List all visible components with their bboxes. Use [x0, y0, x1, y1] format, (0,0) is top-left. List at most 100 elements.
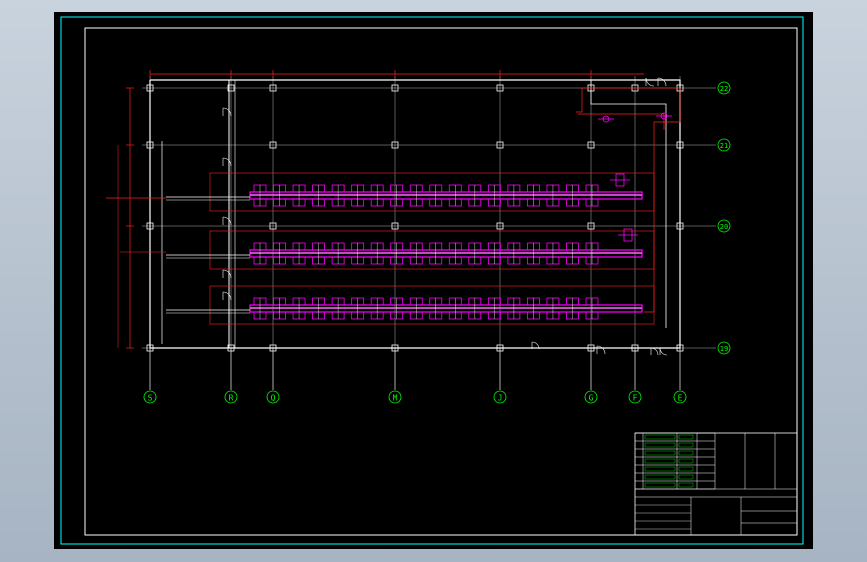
- equipment-unit: [507, 242, 521, 265]
- title-cell-mark: [644, 434, 676, 440]
- axis-bubble-icon: G: [584, 348, 598, 404]
- equipment-unit: [331, 297, 345, 320]
- axis-bubble: [673, 390, 687, 404]
- column-marker: [496, 141, 504, 149]
- axis-bubble: [584, 390, 598, 404]
- equipment-unit: [546, 297, 560, 320]
- equipment-row: [166, 172, 655, 212]
- axis-bubble: [224, 390, 238, 404]
- door-arc: [659, 347, 668, 356]
- axis-bubble: [388, 390, 402, 404]
- equipment-unit: [409, 242, 423, 265]
- equipment-unit: [429, 184, 443, 207]
- equipment-unit: [448, 242, 462, 265]
- axis-bubble: [143, 390, 157, 404]
- equipment-unit: [448, 184, 462, 207]
- door-arc: [222, 216, 232, 226]
- title-cell-mark: [678, 474, 694, 480]
- door-arc: [222, 269, 232, 279]
- equipment-unit: [253, 297, 267, 320]
- equipment-unit: [566, 297, 579, 320]
- equipment-unit: [487, 242, 501, 265]
- equipment-row-bay: [209, 230, 655, 270]
- axis-bubble-icon: S: [143, 348, 157, 404]
- door-swing-icon: [657, 77, 667, 87]
- door-arc: [596, 345, 606, 355]
- valve-icon: [598, 115, 614, 123]
- equipment-unit: [429, 242, 443, 265]
- door-swing-icon: [659, 347, 668, 356]
- column-marker: [146, 84, 154, 92]
- door-swing-icon: [596, 345, 606, 355]
- equipment-unit: [390, 242, 404, 265]
- equipment-unit: [312, 184, 325, 207]
- equipment-unit: [585, 242, 599, 265]
- axis-bubble: [717, 81, 731, 95]
- axis-column-label: M: [393, 394, 398, 403]
- axis-bubble-icon: Q: [266, 348, 280, 404]
- valve-icon: [656, 112, 672, 120]
- title-cell-mark: [644, 442, 676, 448]
- grid-lines: [142, 76, 716, 390]
- column-marker: [391, 222, 399, 230]
- equipment-unit: [390, 184, 404, 207]
- axis-bubble-icon: F: [628, 348, 642, 404]
- equipment-unit: [527, 242, 540, 265]
- door-arc: [222, 107, 232, 117]
- equipment-unit: [331, 184, 345, 207]
- axis-bubble: [628, 390, 642, 404]
- axis-bubble-icon: J: [493, 348, 507, 404]
- equipment-unit: [546, 184, 560, 207]
- equipment-unit: [566, 242, 579, 265]
- axis-column-label: G: [589, 394, 594, 403]
- title-cell-mark: [644, 458, 676, 464]
- door-swing-icon: [531, 341, 540, 350]
- drawing-frame: [84, 27, 798, 536]
- axis-bubble-icon: 19: [717, 341, 731, 355]
- door-arc: [531, 341, 540, 350]
- equipment-row-bay: [209, 172, 655, 212]
- equipment-unit: [527, 297, 540, 320]
- column-marker: [227, 84, 235, 92]
- axis-bubble: [717, 138, 731, 152]
- axis-bubble: [493, 390, 507, 404]
- equipment-unit: [487, 297, 501, 320]
- equipment-unit: [409, 184, 423, 207]
- equipment-unit: [331, 242, 345, 265]
- title-cell-mark: [644, 466, 676, 472]
- equipment-unit: [468, 184, 482, 207]
- sheet-outer-border: [60, 16, 804, 545]
- axis-column-label: E: [678, 394, 683, 403]
- equipment-unit: [292, 184, 306, 207]
- axis-row-label: 22: [720, 85, 728, 93]
- equipment-unit: [273, 297, 286, 320]
- equipment-unit: [253, 184, 267, 207]
- axis-column-label: R: [229, 394, 234, 403]
- equipment-unit: [292, 297, 306, 320]
- door-arc: [650, 347, 659, 356]
- building-walls: [146, 77, 684, 356]
- axis-row-label: 19: [720, 345, 728, 353]
- door-arc: [657, 77, 667, 87]
- equipment-row: [166, 230, 655, 270]
- axis-bubble-icon: E: [673, 348, 687, 404]
- column-marker: [496, 222, 504, 230]
- door-arc: [222, 157, 232, 167]
- column-marker: [146, 141, 154, 149]
- column-marker: [391, 84, 399, 92]
- column-marker: [269, 141, 277, 149]
- column-marker: [269, 222, 277, 230]
- door-swing-icon: [222, 291, 232, 301]
- equipment-unit: [409, 297, 423, 320]
- axis-bubble-icon: 20: [717, 219, 731, 233]
- column-marker: [587, 141, 595, 149]
- title-cell-mark: [644, 474, 676, 480]
- title-cell-mark: [678, 450, 694, 456]
- axis-bubble: [266, 390, 280, 404]
- door-swing-icon: [650, 347, 659, 356]
- equipment-unit: [487, 184, 501, 207]
- axis-column-label: Q: [271, 394, 276, 403]
- equipment-unit: [527, 184, 540, 207]
